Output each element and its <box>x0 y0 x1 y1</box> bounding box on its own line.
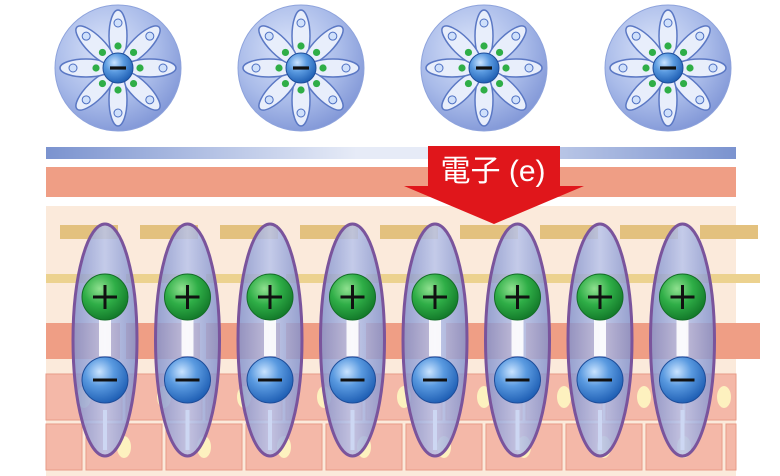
negative-charge <box>246 356 294 404</box>
ion-clusters <box>54 4 732 132</box>
water-molecule <box>609 58 663 78</box>
water-molecule <box>425 58 479 78</box>
minus-icon <box>93 378 117 382</box>
water-ion-cluster <box>604 4 732 132</box>
minus-icon <box>258 378 282 382</box>
dipole <box>649 222 716 458</box>
water-molecule <box>489 58 543 78</box>
negative-charge <box>81 356 129 404</box>
gold-block <box>540 225 598 239</box>
positive-charge <box>576 273 624 321</box>
water-molecule <box>291 9 311 63</box>
water-molecule <box>303 25 344 66</box>
skin-cell <box>725 423 737 471</box>
negative-charge <box>659 356 706 404</box>
minus-icon <box>110 66 126 70</box>
positive-charge <box>659 273 706 321</box>
water-molecule <box>441 70 482 111</box>
water-molecule <box>108 73 128 127</box>
cell-nucleus <box>637 386 651 408</box>
gold-line <box>446 274 520 283</box>
positive-charge <box>329 273 376 321</box>
minus-icon <box>293 66 309 70</box>
positive-charge <box>411 273 459 321</box>
negative-charge <box>576 356 624 404</box>
water-molecule <box>291 73 311 127</box>
positive-charge <box>81 273 129 321</box>
surface-strip <box>46 147 736 159</box>
negative-charge <box>329 356 376 404</box>
negative-charge <box>164 356 211 404</box>
positive-charge <box>494 273 541 321</box>
minus-icon <box>175 378 200 382</box>
water-molecule <box>108 9 128 63</box>
gold-line <box>606 274 680 283</box>
water-molecule <box>486 70 527 111</box>
water-molecule <box>306 58 360 78</box>
minus-icon <box>340 378 365 382</box>
dipole <box>566 222 634 458</box>
dipole-link <box>429 318 441 356</box>
dipole <box>401 222 469 458</box>
gold-block <box>620 225 678 239</box>
dipole-link <box>511 318 524 356</box>
gold-line <box>286 274 360 283</box>
dipole <box>236 222 304 458</box>
water-ion-cluster <box>420 4 548 132</box>
minus-icon <box>660 66 676 70</box>
cell-nucleus <box>717 386 731 408</box>
dipole-link <box>99 318 111 356</box>
positive-charge <box>164 273 211 321</box>
dipole-link <box>264 318 276 356</box>
water-molecule <box>658 9 678 63</box>
water-ion-cluster <box>237 4 365 132</box>
gold-line <box>526 274 600 283</box>
dipole-link <box>594 318 606 356</box>
dipole-link <box>676 318 689 356</box>
gold-block <box>700 225 758 239</box>
water-molecule <box>258 70 299 111</box>
dipole <box>319 222 386 458</box>
minus-icon <box>670 378 695 382</box>
minus-icon <box>476 66 492 70</box>
dipole <box>484 222 551 458</box>
positive-charge <box>246 273 294 321</box>
gold-line <box>366 274 440 283</box>
water-molecule <box>59 58 113 78</box>
dipole <box>154 222 221 458</box>
negative-charge <box>494 356 541 404</box>
skin-cell <box>45 423 83 471</box>
minus-icon <box>505 378 530 382</box>
minus-icon <box>423 378 447 382</box>
minus-icon <box>588 378 612 382</box>
dipole-link <box>181 318 194 356</box>
water-molecule <box>474 9 494 63</box>
dipole-link <box>346 318 359 356</box>
arrow-label: 電子 (e) <box>441 155 546 188</box>
gold-line-row <box>46 274 760 283</box>
electron-arrow: 電子 (e) <box>404 146 584 224</box>
gold-block-row <box>60 225 758 239</box>
negative-charge <box>411 356 459 404</box>
cell-nucleus <box>557 386 571 408</box>
stratum-corneum-band <box>46 167 736 197</box>
gold-line <box>686 274 760 283</box>
water-molecule <box>123 58 177 78</box>
dipole <box>71 222 139 458</box>
dipole-row <box>71 222 716 458</box>
water-ion-cluster <box>54 4 182 132</box>
water-molecule <box>658 73 678 127</box>
